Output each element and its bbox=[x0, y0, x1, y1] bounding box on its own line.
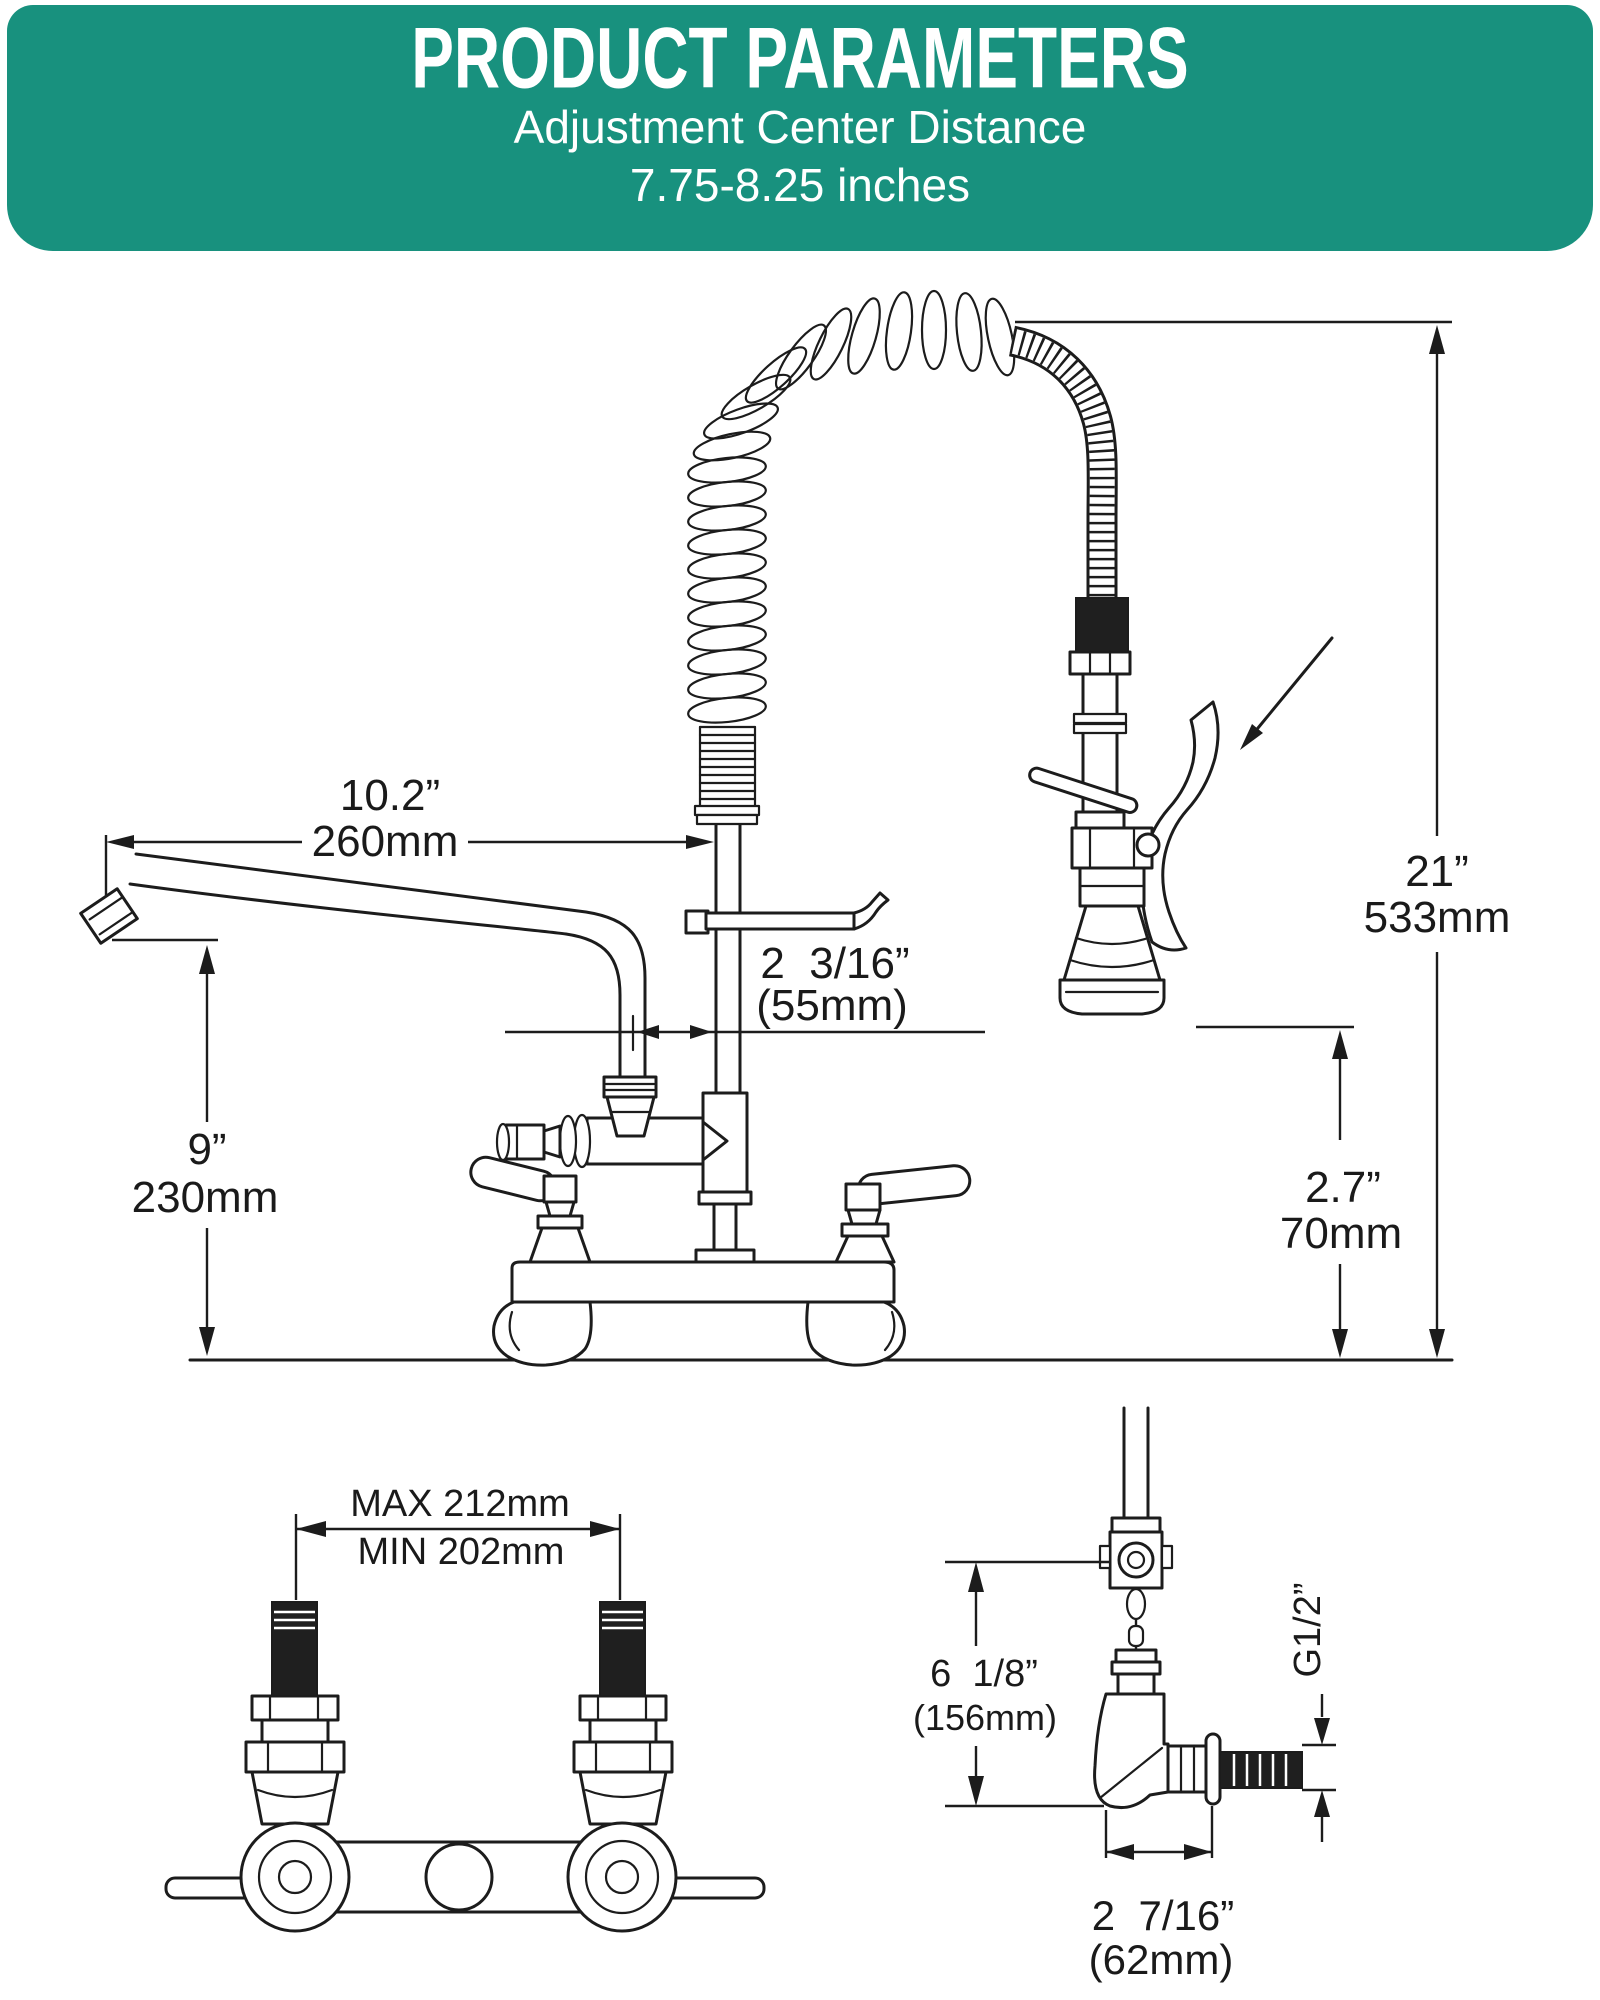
label-max-distance: MAX 212mm bbox=[350, 1483, 570, 1525]
label-thread-size: G1/2” bbox=[1287, 1582, 1329, 1677]
wall-mount-faucet-body bbox=[492, 1260, 906, 1367]
right-flange bbox=[566, 1821, 678, 1933]
left-inlet-nipple bbox=[271, 1601, 318, 1697]
label-overall-height-mm: 533mm bbox=[1364, 893, 1511, 942]
label-clearance-mm: 70mm bbox=[1280, 1209, 1402, 1258]
right-inlet-nipple bbox=[599, 1601, 646, 1697]
dim-spout-offset: 2 3/16” (55mm) bbox=[505, 939, 985, 1052]
label-spout-reach-mm: 260mm bbox=[312, 817, 459, 866]
label-inlet-height-mm: (156mm) bbox=[913, 1697, 1057, 1738]
spray-trigger-handle bbox=[1140, 700, 1220, 952]
handle-right bbox=[834, 1164, 972, 1264]
handle-left bbox=[469, 1155, 592, 1264]
elbow-body bbox=[1093, 1692, 1170, 1810]
page-title: PRODUCT PARAMETERS bbox=[411, 9, 1189, 106]
label-spout-height-in: 9” bbox=[187, 1125, 226, 1174]
spout-nut bbox=[602, 1075, 658, 1138]
header-banner: PRODUCT PARAMETERS Adjustment Center Dis… bbox=[7, 5, 1593, 251]
label-offset-in: 2 3/16” bbox=[760, 939, 909, 988]
hose-grip bbox=[1075, 597, 1129, 653]
ribbed-hose bbox=[1008, 325, 1132, 814]
label-spout-reach-in: 10.2” bbox=[340, 771, 440, 820]
riser-pipe bbox=[694, 821, 756, 1266]
header-subtitle: Adjustment Center Distance bbox=[513, 101, 1087, 153]
dim-wall-depth: 2 7/16” (62mm) bbox=[1089, 1806, 1234, 1983]
left-flange bbox=[239, 1821, 351, 1933]
dim-spout-height: 9” 230mm bbox=[112, 938, 279, 1356]
right-pin bbox=[662, 1876, 766, 1900]
side-inlet-view: 6 1/8” (156mm) G1/2” bbox=[913, 1406, 1336, 1983]
label-wall-depth-in: 2 7/16” bbox=[1092, 1892, 1234, 1939]
coil-tight-section bbox=[693, 725, 761, 826]
label-min-distance: MIN 202mm bbox=[358, 1531, 565, 1573]
label-spout-height-mm: 230mm bbox=[132, 1173, 279, 1222]
coil-spring-hose bbox=[687, 289, 1016, 724]
dim-overall-height: 21” 533mm bbox=[1015, 320, 1511, 1358]
swing-spout bbox=[79, 852, 647, 1079]
left-escutcheon bbox=[492, 1300, 593, 1367]
label-overall-height-in: 21” bbox=[1405, 847, 1469, 896]
dim-inlet-height: 6 1/8” (156mm) bbox=[913, 1560, 1110, 1808]
dim-spout-reach: 10.2” 260mm bbox=[104, 771, 714, 900]
spray-valve bbox=[1028, 700, 1220, 1016]
wall-bracket-view: MAX 212mm MIN 202mm bbox=[164, 1483, 766, 1933]
label-clearance-in: 2.7” bbox=[1305, 1163, 1381, 1212]
spout-nozzle-icon bbox=[79, 887, 139, 945]
label-wall-depth-mm: (62mm) bbox=[1089, 1936, 1234, 1983]
pointer-arrow bbox=[1240, 636, 1334, 750]
right-escutcheon bbox=[805, 1300, 906, 1367]
addon-faucet-body bbox=[495, 1113, 729, 1169]
center-distance-range: 7.75-8.25 inches bbox=[629, 159, 971, 212]
center-port bbox=[424, 1842, 494, 1912]
link-chain bbox=[1125, 1587, 1147, 1621]
label-inlet-height-in: 6 1/8” bbox=[930, 1653, 1038, 1695]
dim-spray-clearance: 2.7” 70mm bbox=[1196, 1025, 1402, 1358]
label-offset-mm: (55mm) bbox=[756, 981, 908, 1030]
support-bracket bbox=[684, 891, 890, 935]
dim-thread-size: G1/2” bbox=[1287, 1582, 1336, 1842]
spray-side-lever bbox=[1028, 766, 1139, 814]
